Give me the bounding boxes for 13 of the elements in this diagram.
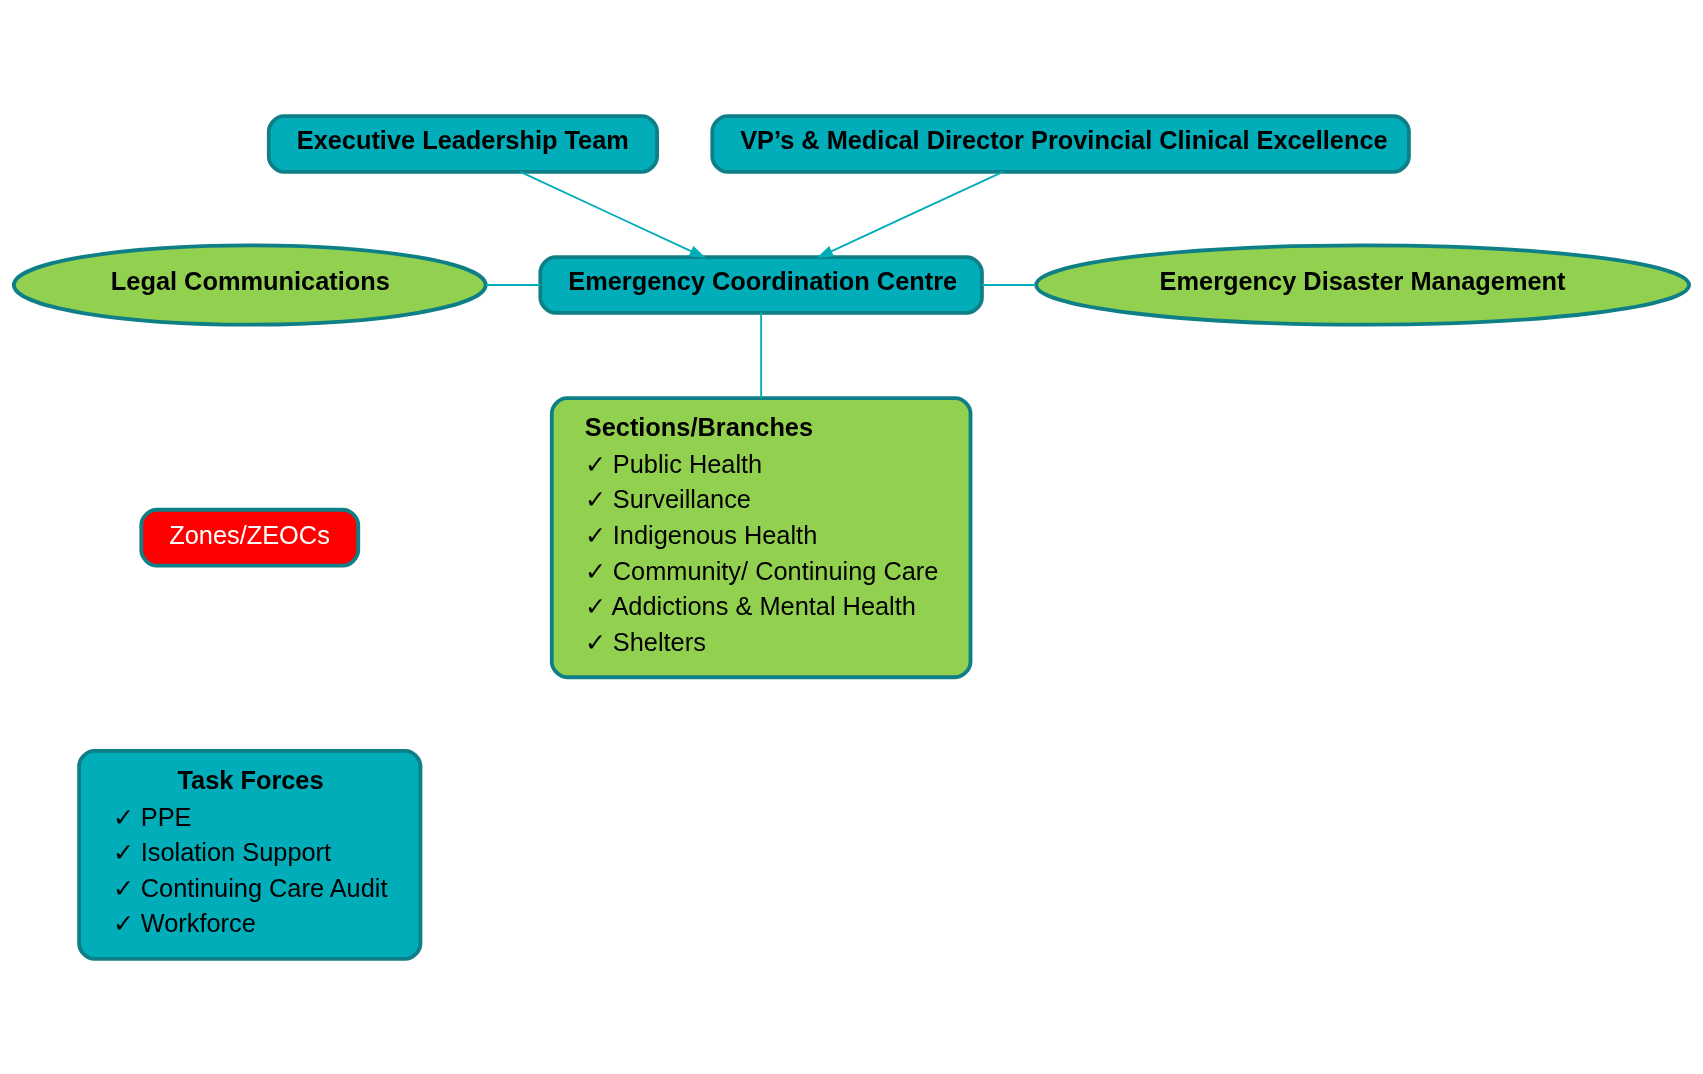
arrow <box>519 170 706 258</box>
node-box: Executive Leadership Team <box>266 113 659 174</box>
node-ellipse: Emergency Disaster Management <box>1034 242 1691 327</box>
node-ellipse: Legal Communications <box>11 242 488 327</box>
node-box: Sections/Branches ✓ Public Health ✓ Surveillance ✓ Indigenous Health ✓ Community/ Continuing Care ✓ Addictions & Mental Health ✓ Shelters <box>549 395 973 679</box>
connector <box>981 283 1037 286</box>
node-box: Zones/ZEOCs <box>139 507 361 567</box>
node-box: Task Forces ✓ PPE ✓ Isolation Support ✓ Continuing Care Audit ✓ Workforce <box>77 748 423 961</box>
node-box: VP’s & Medical Director Provincial Clinical Excellence <box>710 113 1411 174</box>
arrow <box>816 170 1004 258</box>
connector <box>760 311 763 399</box>
connector <box>485 283 542 286</box>
node-box: Emergency Coordination Centre <box>538 254 984 315</box>
